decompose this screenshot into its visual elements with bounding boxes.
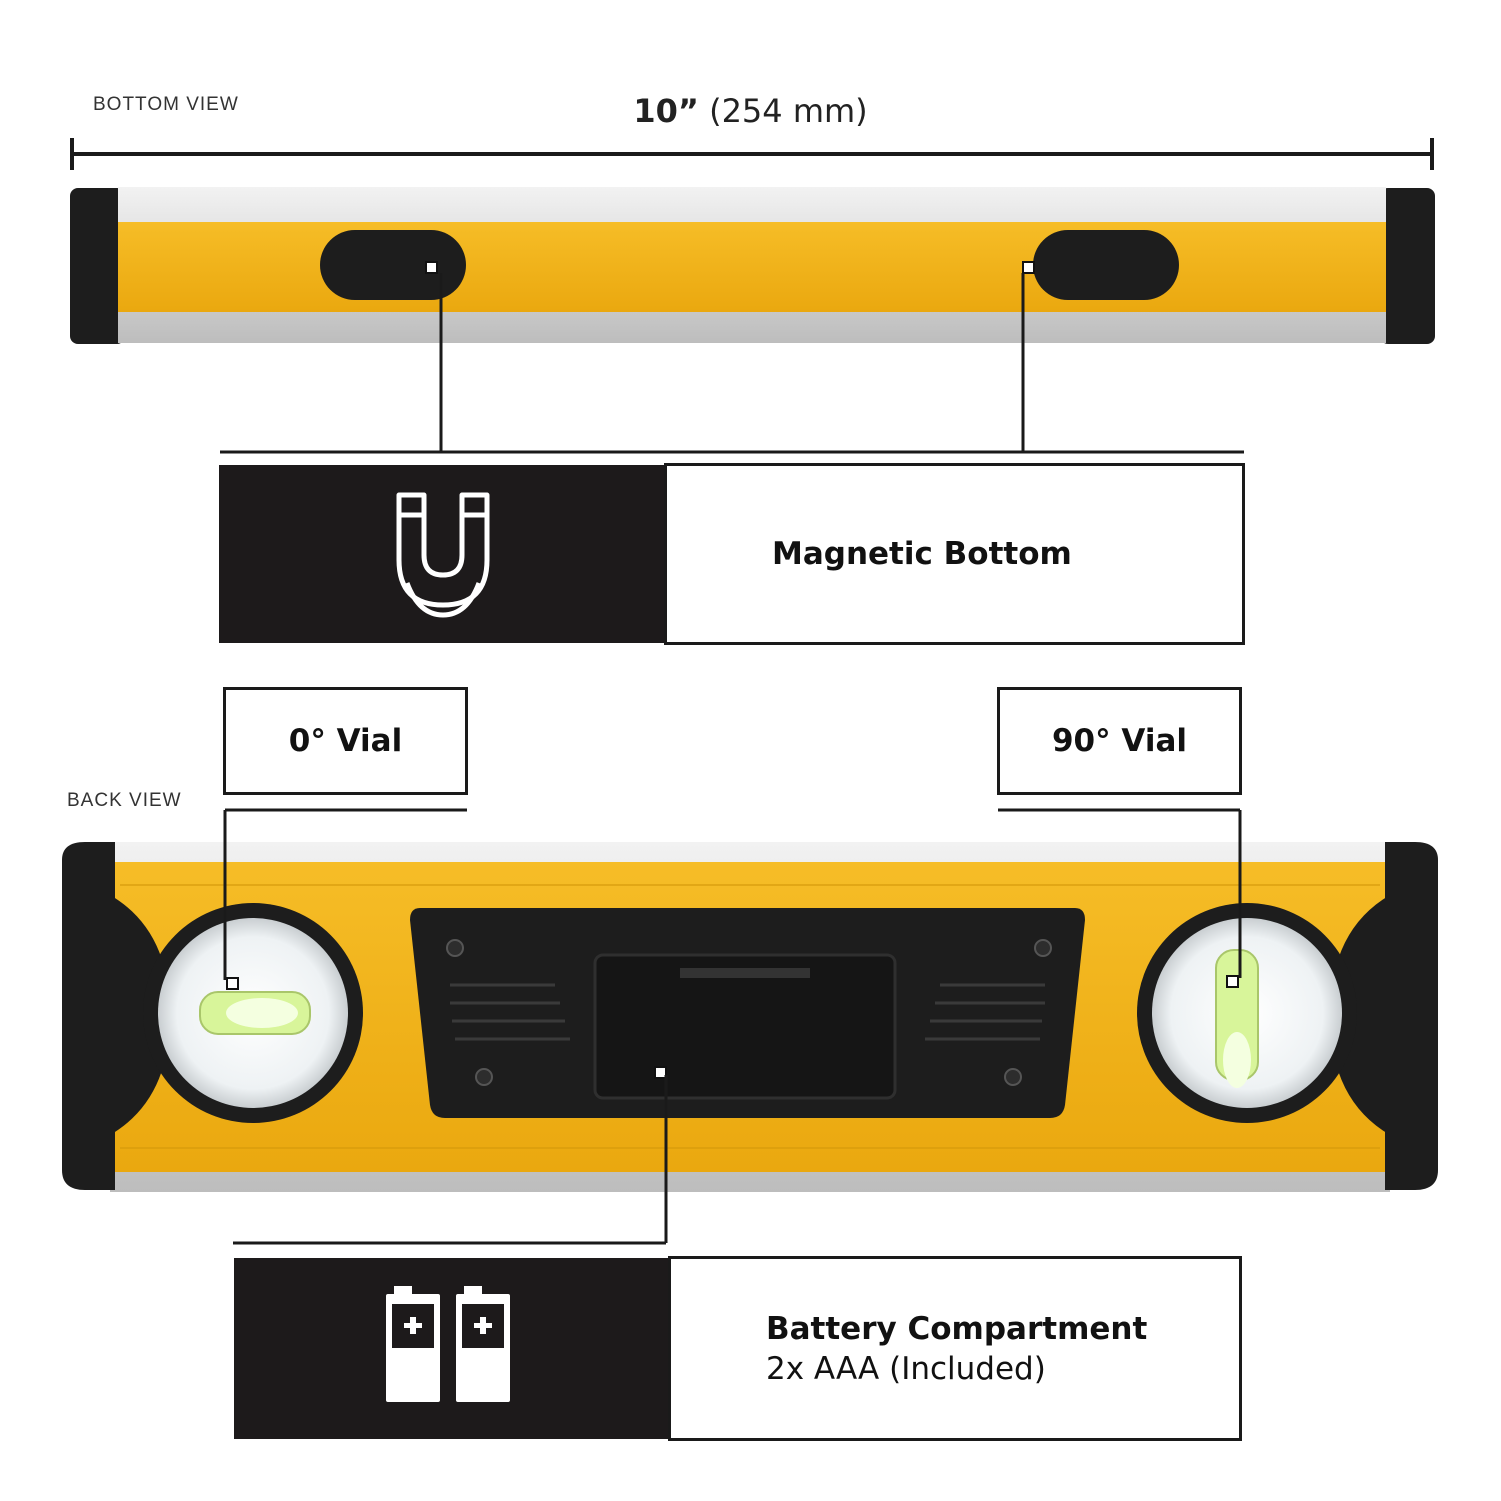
- battery-icon-panel: [234, 1258, 672, 1439]
- length-dimension: 10” (254 mm): [0, 92, 1501, 130]
- vial-90-title: 90° Vial: [1051, 723, 1188, 759]
- battery-compartment-callout: Battery Compartment 2x AAA (Included): [668, 1256, 1242, 1441]
- battery-icon: [386, 1286, 510, 1402]
- vial-0-callout: 0° Vial: [223, 687, 468, 795]
- length-inches: 10”: [633, 92, 699, 130]
- dimension-tick-left: [70, 138, 74, 170]
- magnetic-icon-panel: [219, 465, 666, 643]
- vial-90-callout: 90° Vial: [997, 687, 1242, 795]
- length-metric: (254 mm): [709, 92, 868, 130]
- bottom-view-label: BOTTOM VIEW: [93, 94, 239, 115]
- magnetic-bottom-title: Magnetic Bottom: [772, 536, 1072, 572]
- vial-0-title: 0° Vial: [288, 723, 403, 759]
- magnetic-bottom-callout: Magnetic Bottom: [664, 463, 1245, 645]
- dimension-line: [70, 152, 1434, 156]
- battery-compartment-subtitle: 2x AAA (Included): [766, 1350, 1046, 1387]
- battery-compartment-title: Battery Compartment: [766, 1310, 1148, 1347]
- magnet-icon: [396, 492, 490, 618]
- dimension-tick-right: [1430, 138, 1434, 170]
- back-view-label: BACK VIEW: [67, 790, 182, 811]
